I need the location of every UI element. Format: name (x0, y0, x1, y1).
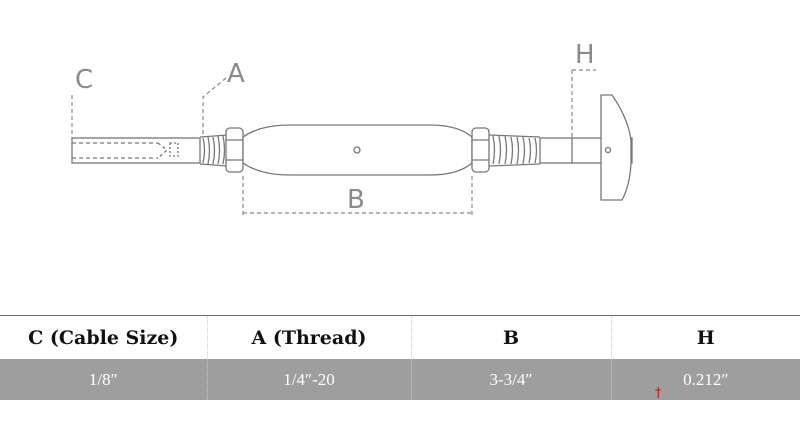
left-nut (225, 127, 244, 173)
turnbuckle-body (242, 124, 473, 176)
header-h: H (610, 315, 800, 359)
label-b: B (347, 185, 365, 215)
cursor-marker: † (655, 386, 662, 401)
cell-h: 0.212″ (610, 359, 800, 400)
header-b: B (410, 315, 611, 359)
cell-cable-size: 1/8″ (0, 359, 207, 400)
label-a: A (227, 59, 245, 89)
turnbuckle-drawing: C A B H (71, 40, 633, 215)
label-c: C (75, 65, 93, 95)
right-nut (471, 127, 490, 173)
table-row: 1/8″ 1/4″-20 3-3/4″ 0.212″ (0, 359, 800, 400)
dim-a-leader (202, 77, 227, 135)
toggle-eye (600, 94, 632, 201)
header-thread: A (Thread) (206, 315, 411, 359)
cell-b: 3-3/4″ (410, 359, 611, 400)
spec-table: C (Cable Size) A (Thread) B H 1/8″ 1/4″-… (0, 315, 800, 400)
swage-sleeve (71, 137, 201, 164)
right-thread (488, 134, 541, 167)
left-thread (199, 134, 229, 167)
header-cable-size: C (Cable Size) (0, 315, 207, 359)
cell-thread: 1/4″-20 (206, 359, 411, 400)
label-h: H (575, 40, 595, 70)
spec-header-row: C (Cable Size) A (Thread) B H (0, 315, 800, 359)
